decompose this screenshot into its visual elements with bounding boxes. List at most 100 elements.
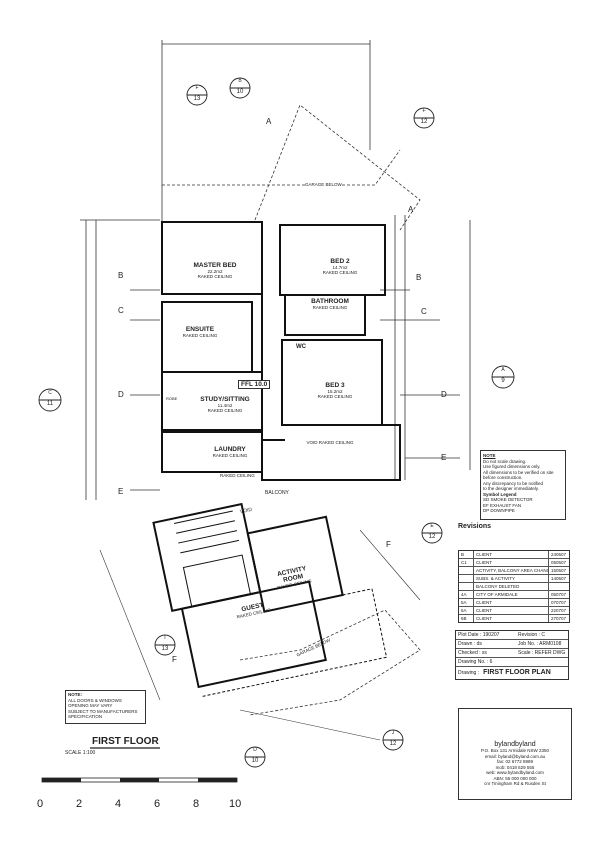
section-marker-a9-letter: A (501, 367, 505, 373)
plot-date: Plot Date : 190207 (458, 632, 500, 638)
grid-label-c-left: C (118, 306, 124, 315)
raked-ceiling-label: RAKED CEILING (220, 473, 255, 478)
section-marker-i13-letter: I (164, 635, 166, 641)
room-bed3: BED 3 15.2m2 RAKED CEILING (295, 382, 375, 399)
section-marker-e12-number: 12 (428, 534, 436, 540)
revisions-title: Revisions (458, 523, 492, 530)
title-block-row: Drawing No. : 6 (456, 657, 568, 666)
room-master-bed: MASTER BED 22.2m2 RAKED CEILING (170, 262, 260, 279)
section-marker-c11-number: 11 (46, 401, 54, 407)
room-ceiling: RAKED CEILING (182, 333, 218, 338)
doors-windows-note: NOTE: ALL DOORS & WINDOWS OPENING MAY VA… (65, 690, 146, 724)
grid-label-a-right: A (408, 205, 414, 214)
legend-item: EF EXHAUST FAN (483, 502, 522, 508)
company-abn: ABN: 55 000 000 000 (493, 775, 537, 781)
revision-row: BALCONY DELETED (459, 582, 569, 590)
company-web: web: www.bylandbyland.com (486, 770, 544, 775)
revision-value: Revision : C (518, 632, 545, 638)
scale-tick-10: 10 (229, 798, 242, 810)
notes-line: Do not scale drawing. (483, 458, 527, 464)
room-name: BED 2 (330, 258, 350, 265)
title-block-row: Plot Date : 190207 Revision : C (456, 631, 568, 639)
title-block-row: Drawn : ds Job No. : ARM0108 (456, 639, 568, 648)
job-number: Job No. : ARM0108 (518, 641, 562, 647)
drawing-label: Drawing : (458, 670, 480, 676)
note-line: SUBJECT TO MANUFACTURERS (68, 708, 138, 714)
room-ceiling: RAKED CEILING (322, 270, 358, 275)
section-marker-c11-letter: C (48, 390, 52, 396)
scale-bar (41, 777, 238, 783)
notes-line: All dimensions to be verified on site (483, 469, 554, 475)
drawing-title: FIRST FLOOR PLAN (483, 669, 551, 676)
section-marker-f12-number: 12 (420, 119, 428, 125)
notes-title: NOTE (483, 453, 496, 458)
title-block: Plot Date : 190207 Revision : C Drawn : d… (455, 630, 569, 680)
room-ceiling: RAKED CEILING (317, 394, 353, 399)
room-ceiling: RAKED CEILING (312, 305, 348, 310)
company-address: P.O. Box 131 Armidale NSW 2350 (481, 748, 549, 753)
section-marker-a9-number: 9 (501, 378, 505, 384)
lower-wing-walls (152, 502, 388, 698)
room-name: ENSUITE (185, 326, 215, 333)
room-ensuite: ENSUITE RAKED CEILING (170, 326, 230, 338)
section-marker-f12-letter: F (422, 108, 426, 114)
section-marker-j12-letter: J (391, 730, 395, 736)
room-ceiling: RAKED CEILING (212, 453, 248, 458)
room-ceiling: RAKED CEILING (207, 408, 243, 413)
balcony-label: BALCONY (265, 490, 289, 496)
robe-label: ROBE (166, 396, 178, 401)
room-wc: WC (296, 344, 306, 350)
room-area: 15.2m2 (327, 389, 343, 394)
void-raked-label: VOID RAKED CEILING (306, 440, 354, 445)
notes-line: Use figured dimensions only. (483, 464, 541, 469)
grid-label-b-left: B (118, 271, 124, 280)
note-line: SPECIFICATION (68, 714, 103, 719)
grid-label-f-right: F (386, 540, 391, 549)
section-marker-b10-letter: B (238, 78, 242, 84)
legend-item: SD SMOKE DETECTOR (483, 497, 533, 502)
grid-label-f-bottom: F (172, 655, 177, 664)
room-area: 22.2m2 (207, 269, 223, 274)
scale-tick-0: 0 (37, 798, 44, 810)
grid-label-e-left: E (118, 487, 124, 496)
garage-below-outline (162, 149, 401, 186)
scale-tick-2: 2 (76, 798, 83, 810)
room-area: 11.4m2 (217, 403, 233, 408)
room-area: 14.7m2 (332, 265, 348, 270)
scale-tick-4: 4 (115, 798, 122, 810)
company-mobile: mob: 0418 629 555 (495, 764, 535, 770)
scale-tick-8: 8 (193, 798, 200, 810)
note-line: OPENING MAY VARY (68, 703, 113, 708)
room-bathroom: BATHROOM RAKED CEILING (295, 298, 365, 310)
company-email: email: byland@byland.com.au (484, 753, 546, 759)
section-marker-i13-number: 13 (161, 646, 169, 652)
grid-label-c-right: C (421, 307, 427, 316)
scale-value: Scale : REFER DWG (518, 650, 566, 656)
drawing-number: Drawing No. : 6 (458, 659, 493, 665)
company-block: bylandbyland P.O. Box 131 Armidale NSW 2… (458, 708, 572, 800)
upper-floor-walls (161, 221, 401, 481)
section-marker-d10-letter: D (253, 747, 257, 753)
room-laundry: LAUNDRY RAKED CEILING (200, 446, 260, 458)
company-fax: fax: 02 6772 8989 (496, 759, 534, 764)
section-marker-e12-letter: E (430, 523, 434, 529)
grid-label-a-top: A (266, 117, 272, 126)
room-name: BATHROOM (311, 298, 349, 305)
room-name: MASTER BED (193, 262, 237, 269)
room-study: STUDY/SITTING 11.4m2 RAKED CEILING (185, 396, 265, 413)
room-name: BED 3 (325, 382, 345, 389)
notes-line: before construction. (483, 475, 523, 480)
room-name: LAUNDRY (214, 446, 246, 453)
drawn-by: Drawn : ds (458, 641, 482, 647)
company-name: bylandbyland (494, 741, 536, 748)
